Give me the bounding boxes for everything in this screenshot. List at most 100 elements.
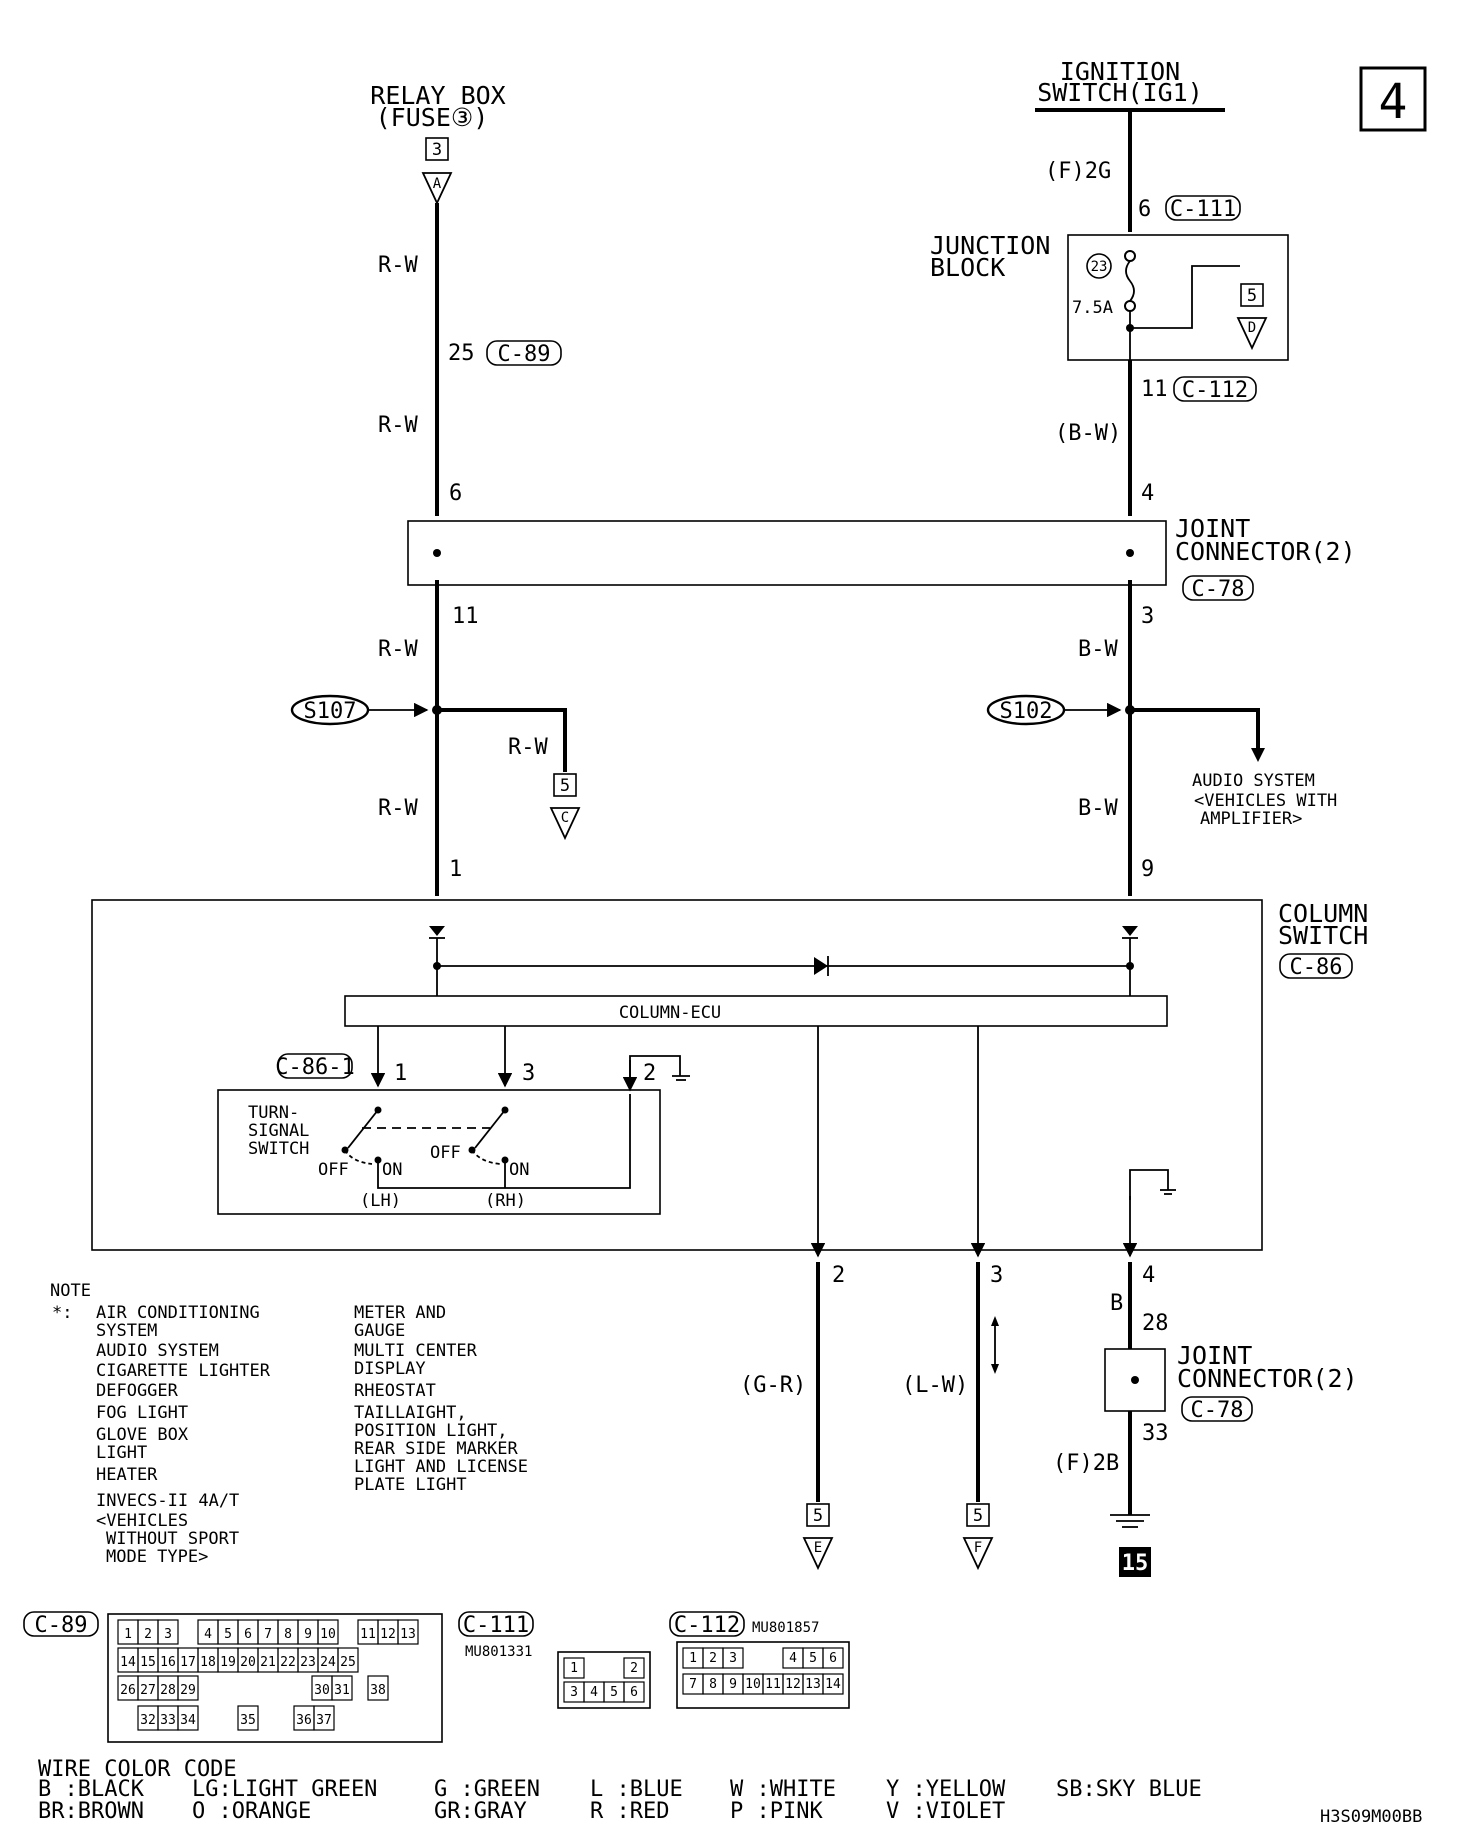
relay-box-fuse-label: (FUSE③)	[376, 103, 489, 132]
relay-box-letter: A	[433, 176, 442, 192]
pin-cell	[822, 1647, 844, 1669]
svg-text:TAILLAIGHT,: TAILLAIGHT,	[354, 1403, 467, 1423]
svg-text:E: E	[814, 1540, 822, 1556]
svg-text:COLUMN: COLUMN	[1278, 899, 1368, 928]
svg-text:W :WHITE: W :WHITE	[730, 1777, 836, 1802]
svg-text:MU801331: MU801331	[465, 1644, 532, 1660]
left-wire-color-top: R-W	[378, 253, 418, 278]
column-ecu-label: COLUMN-ECU	[619, 1003, 721, 1023]
svg-text:2: 2	[643, 1061, 656, 1086]
svg-text:S107: S107	[304, 699, 357, 724]
svg-text:S102: S102	[1000, 699, 1053, 724]
left-wire-color-mid: R-W	[378, 413, 418, 438]
pin-cell	[623, 1681, 645, 1703]
svg-text:*:: *:	[52, 1303, 72, 1323]
relay-box-source: RELAY BOX (FUSE③) 3 A	[370, 81, 506, 206]
svg-text:MULTI CENTER: MULTI CENTER	[354, 1341, 478, 1361]
note-block: NOTE *: AIR CONDITIONING SYSTEM AUDIO SY…	[50, 1281, 528, 1567]
svg-text:R :RED: R :RED	[590, 1799, 669, 1824]
joint-connector-bottom: JOINT CONNECTOR(2) C-78	[1177, 1341, 1358, 1423]
pin-label: 6	[244, 1627, 252, 1642]
pin-label: 7	[689, 1677, 697, 1692]
svg-text:GR:GRAY: GR:GRAY	[434, 1799, 527, 1824]
pin-label: 12	[380, 1627, 396, 1642]
svg-text:33: 33	[1142, 1421, 1169, 1446]
svg-text:OFF: OFF	[318, 1160, 349, 1180]
svg-text:POSITION LIGHT,: POSITION LIGHT,	[354, 1421, 508, 1441]
svg-text:C-112: C-112	[674, 1613, 740, 1638]
jb-out-pin: 11	[1141, 377, 1168, 402]
pin-label: 11	[360, 1627, 376, 1642]
svg-text:MODE TYPE>: MODE TYPE>	[106, 1547, 208, 1567]
pin-cell	[313, 1705, 335, 1731]
svg-text:PLATE LIGHT: PLATE LIGHT	[354, 1475, 467, 1495]
svg-text:L :BLUE: L :BLUE	[590, 1777, 683, 1802]
ground-number: 15	[1122, 1551, 1149, 1576]
svg-text:GAUGE: GAUGE	[354, 1321, 405, 1341]
svg-text:LG:LIGHT GREEN: LG:LIGHT GREEN	[192, 1777, 377, 1802]
jb-in-pin: 6	[1138, 197, 1151, 222]
pin-label: 25	[340, 1655, 356, 1670]
right-wire-pin-out: 3	[1141, 604, 1154, 629]
left-wire-pin-column: 1	[449, 857, 462, 882]
svg-text:B: B	[1110, 1291, 1123, 1316]
right-wire-color-lower: B-W	[1078, 637, 1118, 662]
pin-label: 6	[630, 1685, 638, 1700]
pin-label: 1	[689, 1651, 697, 1666]
svg-text:1: 1	[394, 1061, 407, 1086]
splice-s107: S107 R-W 5 C	[290, 694, 581, 841]
audio-system-label-2: <VEHICLES WITH	[1194, 791, 1337, 811]
svg-text:3: 3	[990, 1263, 1003, 1288]
svg-text:(LH): (LH)	[360, 1191, 401, 1211]
left-wire-pin-out: 11	[452, 604, 479, 629]
pin-label: 1	[124, 1627, 132, 1642]
right-wire-pin-in: 4	[1141, 481, 1154, 506]
relay-box-label: RELAY BOX	[370, 81, 505, 110]
column-switch: COLUMN SWITCH C-86 COLUMN-ECU C-86-1 1 3	[91, 899, 1368, 1258]
svg-text:WITHOUT SPORT: WITHOUT SPORT	[106, 1529, 239, 1549]
svg-text:C: C	[561, 810, 569, 826]
jb-label-2: BLOCK	[930, 253, 1005, 282]
pin-label: 9	[729, 1677, 737, 1692]
svg-text:OFF: OFF	[430, 1143, 461, 1163]
svg-text:JOINT: JOINT	[1175, 514, 1250, 543]
ground-path: 4 B 28 33 (F)2B 15	[1053, 1262, 1169, 1577]
svg-text:C-86: C-86	[1290, 955, 1343, 980]
pin-cell	[563, 1657, 585, 1679]
svg-text:SB:SKY BLUE: SB:SKY BLUE	[1056, 1777, 1202, 1802]
pin-label: 10	[745, 1677, 761, 1692]
pin-label: 14	[825, 1677, 841, 1692]
svg-text:ON: ON	[382, 1160, 402, 1180]
svg-text:C-111: C-111	[463, 1613, 529, 1638]
svg-text:REAR SIDE MARKER: REAR SIDE MARKER	[354, 1439, 519, 1459]
pin-label: 10	[320, 1627, 336, 1642]
jb-out-wire: (B-W)	[1055, 421, 1121, 446]
pin-label: 3	[164, 1627, 172, 1642]
ignition-switch-source: IGNITION SWITCH(IG1) (F)2G	[1035, 57, 1225, 184]
pin-label: 27	[140, 1683, 156, 1698]
svg-text:4: 4	[1142, 1263, 1155, 1288]
splice-s102: S102 AUDIO SYSTEM <VEHICLES WITH AMPLIFI…	[986, 694, 1337, 829]
left-wire-pin-c89: 25	[448, 341, 475, 366]
pin-cell	[367, 1675, 389, 1701]
ignition-switch-label: IGNITION	[1060, 57, 1180, 86]
svg-text:BR:BROWN: BR:BROWN	[38, 1799, 144, 1824]
pin-label: 34	[180, 1713, 196, 1728]
pin-label: 8	[284, 1627, 292, 1642]
pin-label: 8	[709, 1677, 717, 1692]
svg-text:FOG LIGHT: FOG LIGHT	[96, 1403, 188, 1423]
svg-text:ON: ON	[509, 1160, 529, 1180]
pin-label: 36	[296, 1713, 312, 1728]
pin-label: 2	[144, 1627, 152, 1642]
svg-text:V :VIOLET: V :VIOLET	[886, 1799, 1005, 1824]
jb-fuse-rating: 7.5A	[1072, 298, 1113, 318]
svg-text:5: 5	[973, 1506, 983, 1526]
output-e: 2 (G-R) 5 E	[740, 1262, 845, 1571]
left-wire-color-bottom: R-W	[378, 796, 418, 821]
pin-cell	[331, 1675, 353, 1701]
svg-text:HEATER: HEATER	[96, 1465, 158, 1485]
svg-text:SYSTEM: SYSTEM	[96, 1321, 157, 1341]
